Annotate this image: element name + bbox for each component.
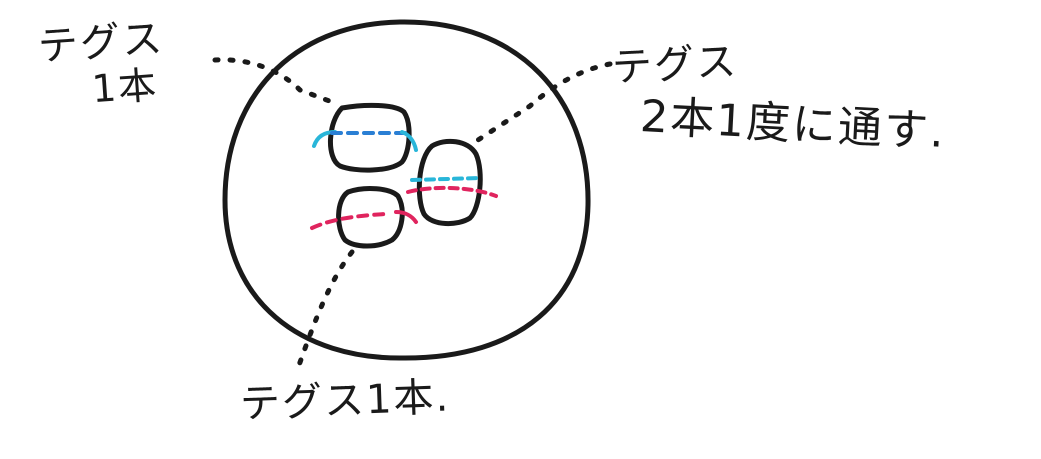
label-top-left-line1: テグス [36, 15, 166, 71]
strand-cyan-right [400, 130, 418, 152]
outer-circle [222, 19, 591, 361]
leader-bottom [295, 249, 355, 371]
bead-bottom-left [336, 186, 405, 249]
strand-cyan-bead2 [410, 176, 482, 182]
bead-top-left [327, 102, 412, 173]
label-bottom: テグス1本. [239, 374, 451, 428]
leader-right [475, 61, 613, 143]
leader-top-left [212, 57, 335, 105]
bead-right [416, 138, 483, 226]
strand-red-bottom [310, 212, 388, 230]
label-top-left-line2: 1本 [90, 62, 160, 112]
strand-red-bead2 [406, 185, 498, 198]
strand-red-bottom-right [394, 210, 418, 224]
label-right-line1: テグス [610, 38, 740, 92]
